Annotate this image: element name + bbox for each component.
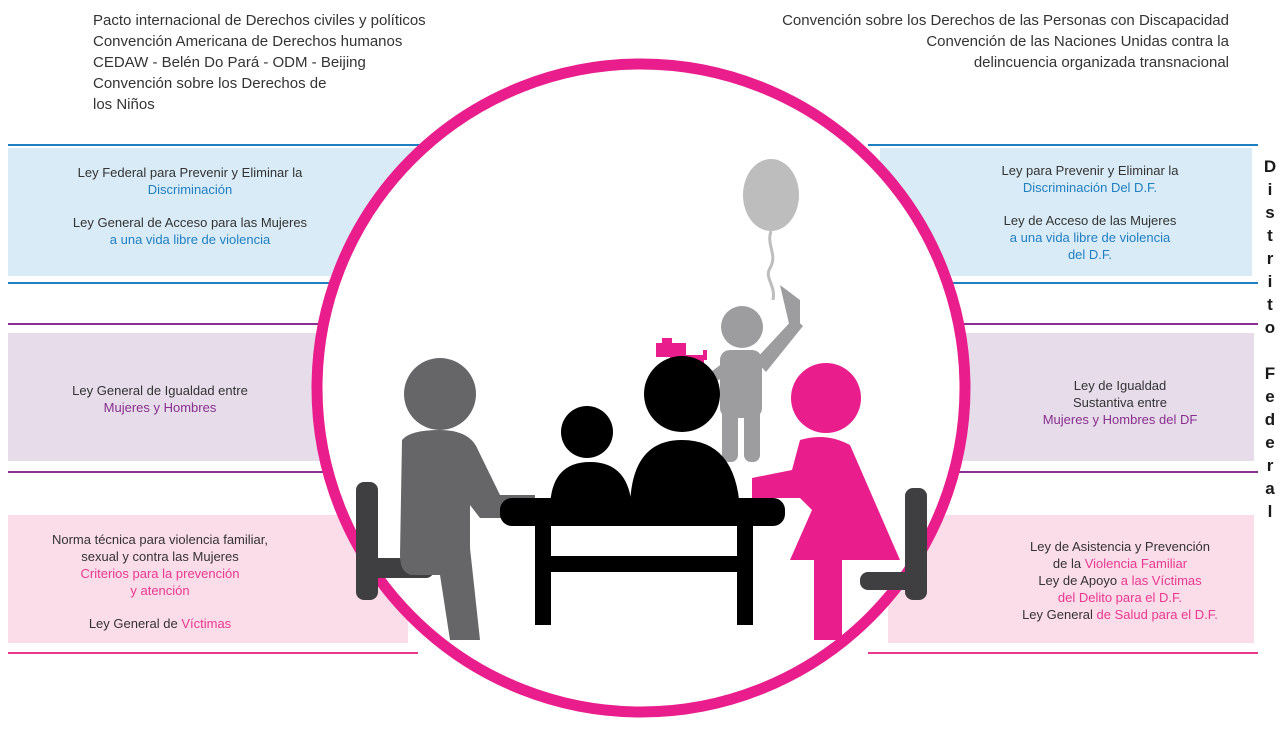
law-line: sexual y contra las Mujeres [81,549,239,564]
vertical-letter: d [1264,410,1276,429]
vertical-letter: r [1266,249,1274,268]
law-line: Ley de Acceso de las Mujeres [1003,213,1177,228]
vertical-letter: F [1264,364,1276,383]
right-pink-bottom-line [868,652,1258,654]
vertical-letter: e [1265,433,1275,452]
right-adult-figure-icon [752,363,900,640]
law-line: y atención [130,583,190,598]
law-line: Discriminación Del D.F. [1022,180,1158,195]
vertical-letter: i [1267,272,1273,291]
treaty-line: CEDAW - Belén Do Pará - ODM - Beijing [93,54,366,71]
left-purple-bottom-line [8,471,416,473]
law-line: Ley General de Igualdad entre [72,383,248,398]
vertical-letter: i [1267,180,1273,199]
law-line: Discriminación [147,182,233,197]
law-line: Ley para Prevenir y Eliminar la [1001,163,1179,178]
left-blue-top-line [8,144,428,146]
law-line: a una vida libre de violencia [109,232,271,247]
right-blue-top-line [868,144,1258,146]
children-at-table-icon [550,356,740,510]
treaty-line: Convención de las Naciones Unidas contra… [926,33,1229,50]
law-line: Norma técnica para violencia familiar, [51,532,269,547]
right-purple-bottom-line [868,471,1258,473]
law-line: Ley Federal para Prevenir y Eliminar la [77,165,303,180]
left-pink-band [8,515,408,643]
left-pink-bottom-line [8,652,418,654]
law-line: del Delito para el D.F. [1057,590,1183,605]
law-line: Ley General de Acceso para las Mujeres [72,215,308,230]
right-blue-laws: Ley para Prevenir y Eliminar la Discrimi… [975,162,1205,263]
law-line: Mujeres y Hombres [103,400,217,415]
right-pink-band [888,515,1254,643]
law-line: del D.F. [1067,247,1113,262]
child-figure-icon [700,285,803,462]
law-line: Criterios para la prevención [80,566,240,581]
left-blue-bottom-line [8,282,428,284]
left-purple-top-line [8,323,418,325]
vertical-letter: a [1265,479,1275,498]
treaty-line: delincuencia organizada transnacional [973,54,1229,71]
right-pink-laws: Ley de Asistencia y Prevención de la Vio… [1000,538,1240,623]
vertical-letter: o [1264,318,1276,337]
right-purple-laws: Ley de Igualdad Sustantiva entre Mujeres… [1010,377,1230,428]
law-line: Sustantiva entre [1073,395,1167,410]
left-pink-laws: Norma técnica para violencia familiar, s… [10,531,310,632]
law-line: Ley de Igualdad [1073,378,1167,393]
law-line: a una vida libre de violencia [1009,230,1171,245]
vertical-letter: D [1263,157,1277,176]
treaty-line: Pacto internacional de Derechos civiles … [93,12,426,29]
left-blue-laws: Ley Federal para Prevenir y Eliminar la … [25,164,355,248]
treaty-line: los Niños [93,96,155,113]
law-line: Ley de Apoyo a las Víctimas [1038,573,1202,588]
left-purple-laws: Ley General de Igualdad entre Mujeres y … [25,382,295,416]
vertical-letter: t [1267,295,1273,314]
international-treaties-left: Pacto internacional de Derechos civiles … [93,10,513,115]
vertical-letter: s [1265,203,1275,222]
law-line: Ley General de Víctimas [88,616,232,631]
vertical-letter: t [1267,226,1273,245]
law-line: de la Violencia Familiar [1052,556,1188,571]
vertical-letter: r [1266,456,1274,475]
treaty-line: Convención Americana de Derechos humanos [93,33,403,50]
left-adult-figure-icon [400,358,535,640]
law-line: Ley General de Salud para el D.F. [1022,607,1218,622]
right-chair-icon [860,488,927,600]
law-line: Ley de Asistencia y Prevención [1030,539,1210,554]
treaty-line: Convención sobre los Derechos de las Per… [782,12,1229,29]
balloon-icon [743,159,799,301]
treaty-line: Convención sobre los Derechos de [93,75,327,92]
right-purple-top-line [868,323,1258,325]
law-line: Mujeres y Hombres del DF [1042,412,1198,427]
vertical-letter: e [1265,387,1275,406]
right-blue-bottom-line [868,282,1258,284]
vertical-letter: l [1267,502,1273,521]
international-treaties-right: Convención sobre los Derechos de las Per… [629,10,1229,73]
